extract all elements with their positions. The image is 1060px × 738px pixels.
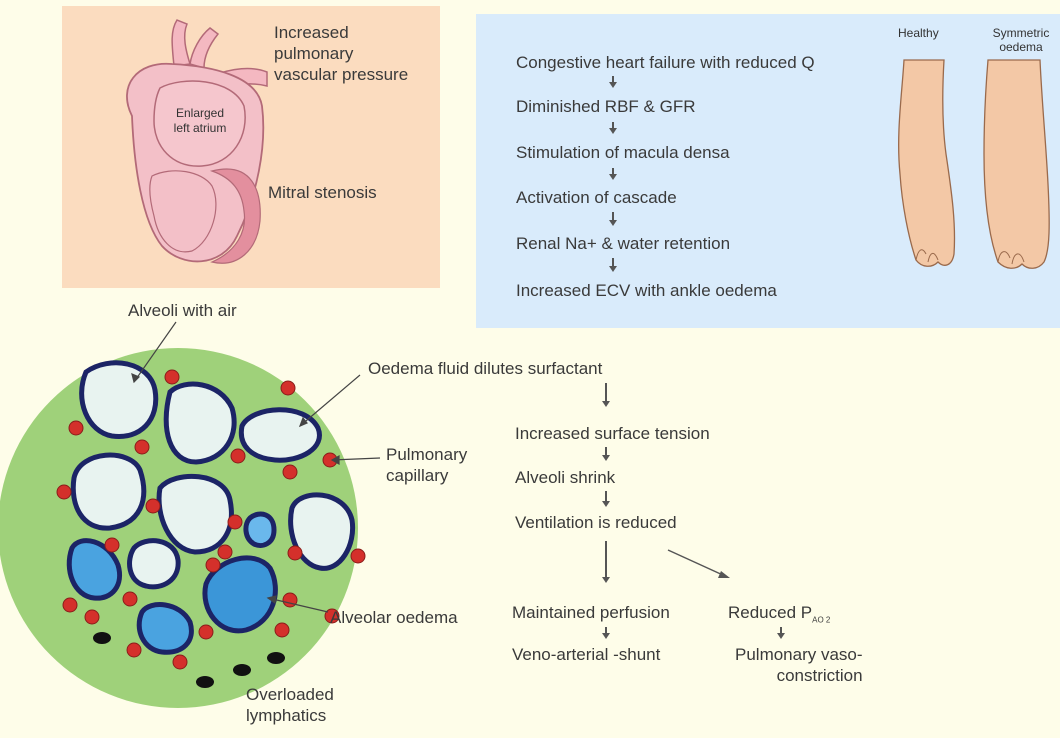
- alveolus: [127, 538, 181, 590]
- flow-step-1: Increased surface tension: [515, 424, 710, 443]
- flow-left-branch: Maintained perfusion: [512, 603, 670, 622]
- symmetric-oedema-label: Symmetric oedema: [992, 26, 1050, 54]
- alveolus: [156, 473, 234, 555]
- healthy-label: Healthy: [898, 26, 939, 40]
- alveoli-with-air-label: Alveoli with air: [128, 301, 237, 320]
- flow-step-3: Ventilation is reduced: [515, 513, 677, 532]
- pulmonary-capillary-label: Pulmonary capillary: [386, 445, 468, 485]
- alveolar-oedema-label: Alveolar oedema: [330, 608, 458, 627]
- heart-illustration: [126, 19, 268, 264]
- oedema-alveolus: [243, 511, 277, 548]
- reduced-p-label: Reduced P: [728, 603, 813, 622]
- flow-right-branch: Reduced PAO 2: [728, 602, 830, 630]
- reduced-p-subscript: AO 2: [812, 615, 831, 625]
- flow-left-result: Veno-arterial -shunt: [512, 645, 661, 664]
- oedema-alveolus: [66, 538, 122, 601]
- chf-step-4: Activation of cascade: [516, 188, 677, 207]
- enlarged-left-atrium-label: Enlarged left atrium: [173, 106, 227, 135]
- oedema-alveolus: [202, 555, 278, 634]
- flow-step-2: Alveoli shrink: [515, 468, 616, 487]
- chf-step-5: Renal Na+ & water retention: [516, 234, 731, 253]
- heart-panel: Enlarged left atrium Increased pulmonary…: [62, 6, 440, 288]
- flow-right-result: Pulmonary vaso- constriction: [735, 645, 863, 685]
- alveolus: [238, 407, 322, 463]
- alveolus: [70, 452, 147, 531]
- chf-step-2: Diminished RBF & GFR: [516, 97, 696, 116]
- chf-step-1: Congestive heart failure with reduced Q: [516, 53, 815, 72]
- oedema-alveolus: [136, 602, 194, 655]
- alveolus: [163, 381, 237, 465]
- overloaded-lymphatics-label: Overloaded lymphatics: [246, 685, 334, 725]
- mitral-stenosis-label: Mitral stenosis: [268, 183, 377, 202]
- chf-step-3: Stimulation of macula densa: [516, 143, 730, 162]
- chf-step-6: Increased ECV with ankle oedema: [516, 281, 777, 300]
- feet-illustration: [898, 59, 1050, 269]
- pulmonary-pressure-label: Increased pulmonary vascular pressure: [274, 23, 409, 84]
- alveolus: [79, 360, 159, 439]
- chf-panel: Congestive heart failure with reduced Q …: [476, 14, 1060, 328]
- flow-start: Oedema fluid dilutes surfactant: [368, 359, 603, 378]
